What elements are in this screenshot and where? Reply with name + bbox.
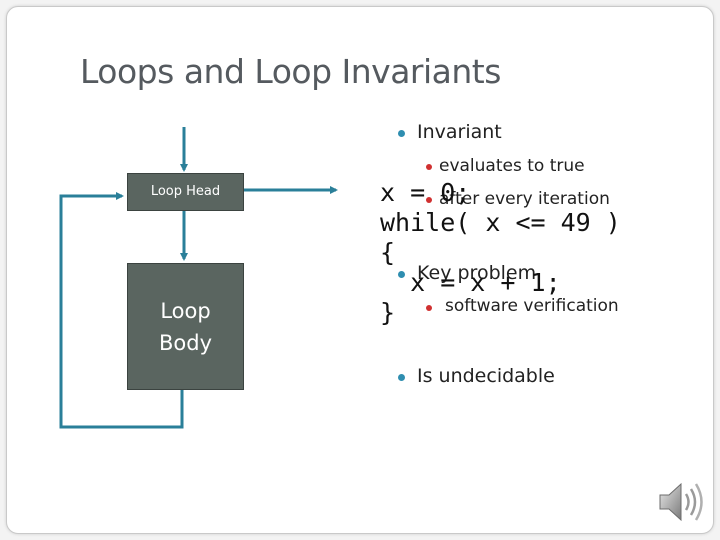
slide-title: Loops and Loop Invariants xyxy=(80,52,501,91)
loop-head-label: Loop Head xyxy=(150,184,221,199)
loop-body-label-line2: Body xyxy=(158,330,212,355)
bullet-invariant: Invariant xyxy=(417,121,502,143)
back-edge-arrow xyxy=(59,192,184,429)
code-line-4: x = x + 1; xyxy=(380,268,561,297)
code-line-3: { xyxy=(380,238,396,267)
code-line-2: while( x <= 49 ) xyxy=(380,208,621,237)
bullet-undecidable: Is undecidable xyxy=(417,365,555,387)
loop-body-box: Loop Body xyxy=(127,263,244,390)
bullet-key-problem: Key problem xyxy=(417,262,537,284)
bullet-dot xyxy=(398,271,405,278)
loop-head-box: Loop Head xyxy=(127,173,244,211)
code-line-1: x = 0; xyxy=(380,178,471,207)
sub-bullet-dot xyxy=(426,197,432,203)
bullet-invariant-sub2: after every iteration xyxy=(439,189,610,209)
slide xyxy=(6,6,714,534)
sub-bullet-dot xyxy=(426,164,432,170)
sub-bullet-dot xyxy=(426,305,432,311)
bullet-key-problem-sub1: software verification xyxy=(445,296,619,316)
bullet-invariant-sub1: evaluates to true xyxy=(439,156,585,176)
bullet-dot xyxy=(398,374,405,381)
code-line-5: } xyxy=(380,298,396,327)
speaker-icon[interactable] xyxy=(656,478,706,526)
code-block: x = 0;while( x <= 49 ){ x = x + 1;} xyxy=(380,178,621,328)
bullet-dot xyxy=(398,130,405,137)
loop-body-label-line1: Loop xyxy=(160,298,211,323)
